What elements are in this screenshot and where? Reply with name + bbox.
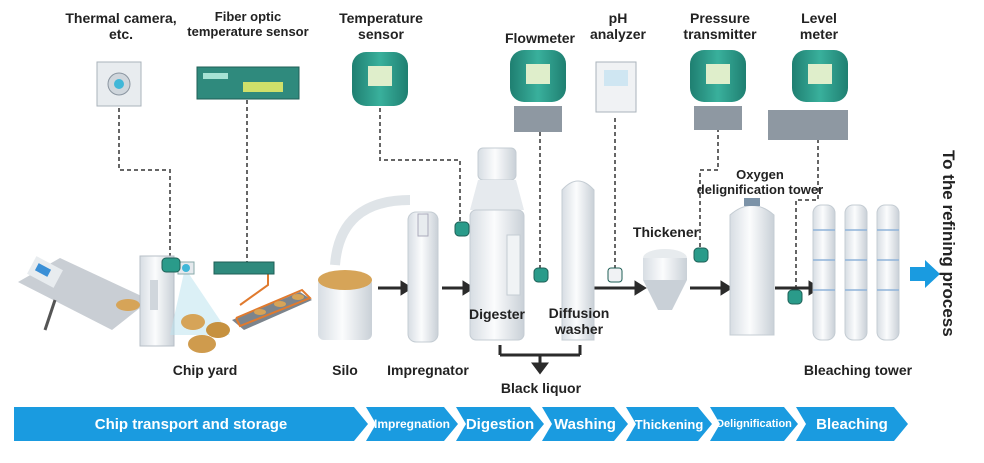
- fiber-optic-label-line1: Fiber optic: [214, 9, 282, 24]
- thermal-camera-label-line2: etc.: [108, 26, 134, 43]
- pressure-transmitter-icon: [690, 50, 746, 130]
- temperature-sensor-label: Temperature sensor: [326, 10, 436, 42]
- flowmeter-label: Flowmeter: [504, 30, 575, 46]
- thickener-illustration: [643, 249, 687, 310]
- signal-lines: [118, 100, 819, 290]
- level-meter-label: Level meter: [784, 10, 854, 42]
- fiber-optic-label-line2: temperature sensor: [187, 23, 309, 39]
- thermal-camera-label: Thermal camera, etc.: [56, 10, 186, 42]
- flowmeter-icon: [510, 50, 566, 132]
- destination-label: To the refining process: [939, 150, 958, 337]
- temperature-sensor-icon: [352, 52, 408, 106]
- diffusion-washer-illustration: [561, 180, 595, 341]
- output-arrow: [910, 260, 940, 288]
- diffusion-washer-label-line2: washer: [554, 321, 604, 338]
- step-chip-transport: Chip transport and storage: [14, 407, 368, 441]
- level-meter-label-line1: Level: [801, 10, 837, 26]
- ph-analyzer-label: pH analyzer: [580, 10, 656, 42]
- ph-analyzer-icon: [595, 61, 637, 113]
- pressure-transmitter-label-line2: transmitter: [683, 26, 757, 43]
- temperature-sensor-label-line2: sensor: [358, 26, 404, 43]
- pressure-transmitter-label-line1: Pressure: [690, 10, 750, 26]
- process-arrows: [378, 280, 821, 375]
- digester-label: Digester: [468, 306, 526, 322]
- diffusion-washer-label-line1: Diffusion: [548, 305, 610, 321]
- oxygen-tower-illustration: [729, 198, 775, 336]
- fiber-optic-label: Fiber optic temperature sensor: [186, 9, 310, 40]
- ph-analyzer-label-line1: pH: [608, 10, 628, 26]
- impregnator-illustration: [407, 211, 439, 343]
- thermal-camera-label-line1: Thermal camera,: [65, 10, 177, 26]
- pressure-transmitter-label: Pressure transmitter: [670, 10, 770, 42]
- level-meter-icon: [768, 50, 848, 140]
- ph-analyzer-label-line2: analyzer: [589, 26, 647, 43]
- impregnator-label: Impregnator: [387, 362, 469, 378]
- oxygen-tower-label: Oxygen delignification tower: [690, 167, 830, 198]
- step-digestion: Digestion: [456, 407, 544, 441]
- conveyor-illustration: [232, 262, 312, 330]
- digester-illustration: [469, 147, 525, 341]
- silo-illustration: [318, 195, 411, 340]
- step-bleaching: Bleaching: [796, 407, 908, 441]
- oxygen-tower-label-line2: delignification tower: [696, 181, 824, 197]
- step-delignification: Delignification: [710, 407, 798, 441]
- inline-sensor-icons: [161, 221, 803, 305]
- truck-illustration: [18, 256, 150, 331]
- oxygen-tower-label-line1: Oxygen: [736, 167, 784, 182]
- step-impregnation: Impregnation: [366, 407, 458, 441]
- bleaching-towers-illustration: [812, 204, 900, 341]
- step-thickening: Thickening: [626, 407, 712, 441]
- level-meter-label-line2: meter: [799, 26, 839, 43]
- black-liquor-label: Black liquor: [500, 380, 582, 396]
- thickener-label: Thickener: [632, 224, 700, 240]
- diffusion-washer-label: Diffusion washer: [542, 305, 616, 337]
- step-washing: Washing: [542, 407, 628, 441]
- fiber-optic-sensor-icon: [196, 66, 300, 100]
- silo-label: Silo: [332, 362, 358, 378]
- chip-yard-label: Chip yard: [172, 362, 238, 378]
- temperature-sensor-label-line1: Temperature: [339, 10, 423, 26]
- bleaching-tower-label: Bleaching tower: [803, 362, 913, 378]
- thermal-camera-icon: [96, 61, 142, 107]
